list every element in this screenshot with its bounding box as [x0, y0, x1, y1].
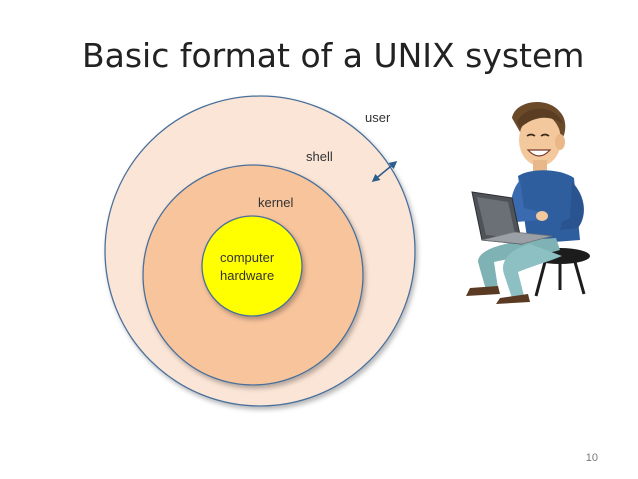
slide-title: Basic format of a UNIX system — [82, 36, 585, 75]
shell-label: shell — [306, 149, 333, 164]
hardware-label-line2: hardware — [220, 268, 274, 283]
page-number: 10 — [585, 452, 598, 464]
person-with-laptop-icon — [466, 101, 590, 304]
hardware-core — [201, 215, 303, 317]
double-arrow-icon — [371, 160, 398, 183]
kernel-label: kernel — [258, 195, 294, 210]
hardware-label-line1: computer — [220, 250, 275, 265]
user-label: user — [365, 110, 391, 125]
